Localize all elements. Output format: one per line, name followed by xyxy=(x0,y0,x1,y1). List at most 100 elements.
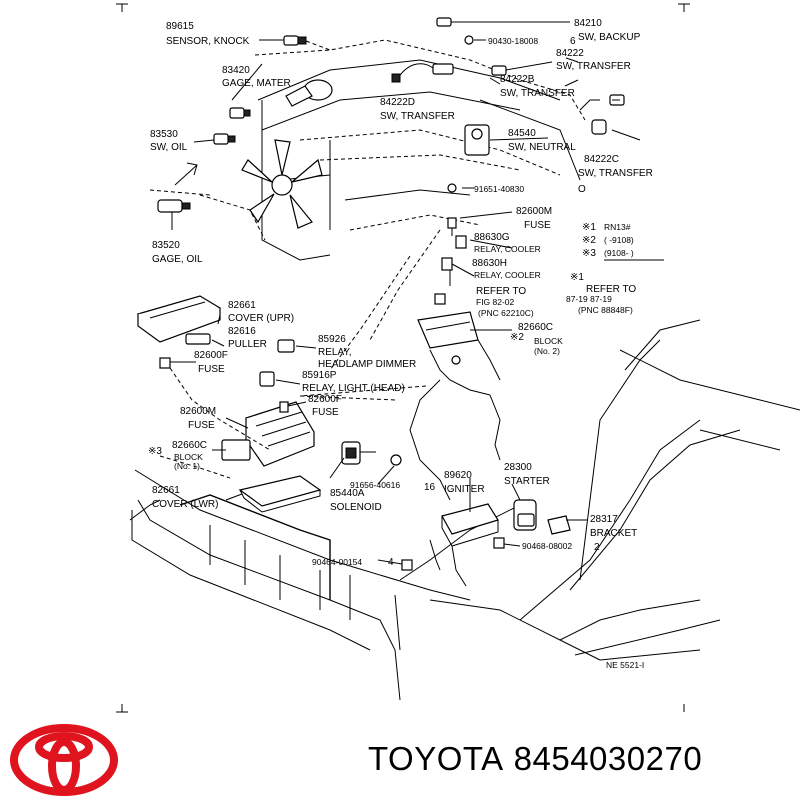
reference-labels: (No. 2) REFER TO FIG 82-02 (PNC 62210C) … xyxy=(148,36,664,670)
range-2-text: ( -9108) xyxy=(604,235,634,245)
qty-o-text: O xyxy=(578,184,586,195)
brand-name: TOYOTA xyxy=(368,740,504,777)
callout-89620-number: 89620 xyxy=(444,470,472,481)
callout-89620-name: IGNITER xyxy=(444,484,485,495)
callout-84222D-number: 84222D xyxy=(380,97,415,108)
note-k3-symbol: ※3 xyxy=(582,248,596,259)
callout-83420-name: GAGE, MATER xyxy=(222,78,291,89)
range-3-text: (9108- ) xyxy=(604,248,634,258)
igniter-starter-parts xyxy=(401,499,571,587)
callout-83520-number: 83520 xyxy=(152,240,180,251)
callout-88630G-name: RELAY, COOLER xyxy=(474,244,541,254)
diagram-ref-code: NE 5521-I xyxy=(606,660,644,670)
vehicle-body-outline xyxy=(129,319,800,701)
note-k3-l-symbol: ※3 xyxy=(148,446,162,457)
callout-28300-name: STARTER xyxy=(504,476,550,487)
callout-84222C-name: SW, TRANSFER xyxy=(578,168,653,179)
callout-84222-name: SW, TRANSFER xyxy=(556,61,631,72)
callout-82661-lwr-name: COVER (LWR) xyxy=(152,499,218,510)
callout-82660C-l-number: 82660C xyxy=(172,440,207,451)
callout-84210-number: 84210 xyxy=(574,18,602,29)
qty-6-text: 6 xyxy=(570,36,576,47)
callout-28300-number: 28300 xyxy=(504,462,532,473)
callout-83530-name: SW, OIL xyxy=(150,142,188,153)
callout-88630H-name: RELAY, COOLER xyxy=(474,270,541,280)
callout-28317-number: 28317 xyxy=(590,514,618,525)
callout-84540-number: 84540 xyxy=(508,128,536,139)
solenoid-part xyxy=(341,441,402,466)
oil-gage-part xyxy=(157,199,191,230)
callout-82660C-l-name: BLOCK xyxy=(174,452,203,462)
bolt-91656-text: 91656-40616 xyxy=(350,480,400,490)
qty-4-text: 4 xyxy=(388,557,394,568)
headlamp-dimmer-text: HEADLAMP DIMMER xyxy=(318,359,416,370)
callout-82600M-top-number: 82600M xyxy=(516,206,552,217)
callout-82600M-l-number: 82600M xyxy=(180,406,216,417)
callout-83530-number: 83530 xyxy=(150,129,178,140)
callout-82600M-top-name: FUSE xyxy=(524,220,551,231)
pnc-62210c-text: (PNC 62210C) xyxy=(478,308,534,318)
rn13-text: RN13# xyxy=(604,222,631,232)
callout-84222-number: 84222 xyxy=(556,48,584,59)
callout-88630G-number: 88630G xyxy=(474,232,510,243)
callout-82600M-l-name: FUSE xyxy=(188,420,215,431)
qty-16-text: 16 xyxy=(424,482,436,493)
pnc-88848f-text: (PNC 88848F) xyxy=(578,305,633,315)
callout-28317-name: BRACKET xyxy=(590,528,637,539)
radiator-fan xyxy=(241,139,323,229)
callout-labels: 89615 SENSOR, KNOCK 83420 GAGE, MATER 83… xyxy=(150,18,653,539)
frame-marks xyxy=(116,3,690,713)
callout-82661-lwr-number: 82661 xyxy=(152,485,180,496)
refer-to-text: REFER TO xyxy=(476,286,526,297)
refer-to-r-text: REFER TO xyxy=(586,284,636,295)
fuse-box-parts xyxy=(136,295,322,513)
callout-89615-name: SENSOR, KNOCK xyxy=(166,36,250,47)
callout-84222C-number: 84222C xyxy=(584,154,619,165)
range-r-text: 87-19 87-19 xyxy=(566,294,612,304)
knock-sensor-part xyxy=(259,35,331,51)
qty-2-text: 2 xyxy=(594,542,600,553)
note-k2-symbol: ※2 xyxy=(582,235,596,246)
callout-82616-name: PULLER xyxy=(228,339,267,350)
callout-82616-number: 82616 xyxy=(228,326,256,337)
callout-82661-upr-number: 82661 xyxy=(228,300,256,311)
callout-89615-number: 89615 xyxy=(166,21,194,32)
bolt-90464-text: 90464-00154 xyxy=(312,557,362,567)
fig-text: FIG 82-02 xyxy=(476,297,515,307)
callout-84222B-name: SW, TRANSFER xyxy=(500,88,575,99)
bolt-90430-text: 90430-18008 xyxy=(488,36,538,46)
callout-84222B-number: 84222B xyxy=(500,74,535,85)
block-no2-text: (No. 2) xyxy=(534,346,560,356)
callout-85440A-number: 85440A xyxy=(330,488,365,499)
callout-82660C-r-number: 82660C xyxy=(518,322,553,333)
callout-83420-number: 83420 xyxy=(222,65,250,76)
callout-84540-name: SW, NEUTRAL xyxy=(508,142,576,153)
callout-82600F-b-number: 82600F xyxy=(308,394,342,405)
callout-84222D-name: SW, TRANSFER xyxy=(380,111,455,122)
callout-85440A-name: SOLENOID xyxy=(330,502,382,513)
note-k2-c-symbol: ※2 xyxy=(510,332,524,343)
callout-85926-name: RELAY, xyxy=(318,347,352,358)
callout-85926-number: 85926 xyxy=(318,334,346,345)
callout-83520-name: GAGE, OIL xyxy=(152,254,203,265)
oil-switch-part xyxy=(174,133,236,186)
bolt-91651-text: 91651-40830 xyxy=(474,184,524,194)
note-k1-r-symbol: ※1 xyxy=(570,272,584,283)
engine-outline xyxy=(149,39,586,261)
toyota-logo-icon xyxy=(10,724,118,796)
bolt-90468-text: 90468-08002 xyxy=(522,541,572,551)
part-number: 8454030270 xyxy=(513,740,703,777)
callout-84210-name: SW, BACKUP xyxy=(578,32,641,43)
callout-82600F-number: 82600F xyxy=(194,350,228,361)
block-no1-text: (No. 1) xyxy=(174,461,200,471)
note-k1-symbol: ※1 xyxy=(582,222,596,233)
callout-82661-upr-name: COVER (UPR) xyxy=(228,313,294,324)
callout-88630H-number: 88630H xyxy=(472,258,507,269)
callout-82600F-b-name: FUSE xyxy=(312,407,339,418)
callout-85916P-number: 85916P xyxy=(302,370,337,381)
water-gage-part xyxy=(229,107,251,119)
callout-82600F-name: FUSE xyxy=(198,364,225,375)
leader-lines xyxy=(159,21,620,565)
